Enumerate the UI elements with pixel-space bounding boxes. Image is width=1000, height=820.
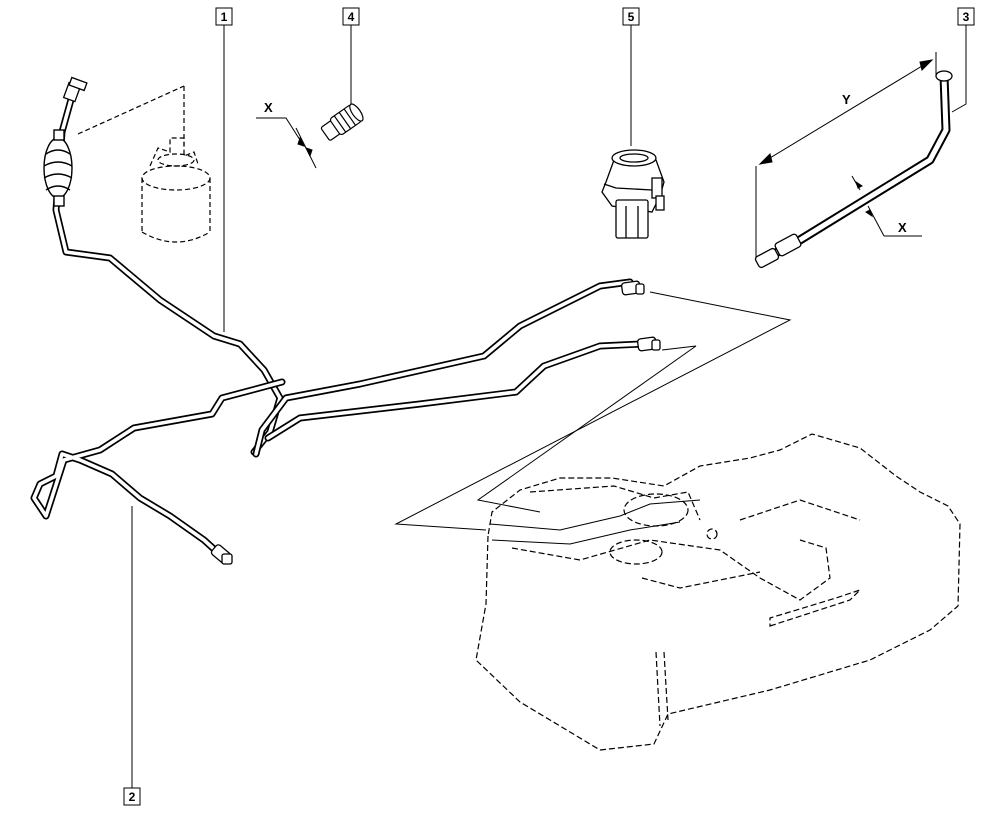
tank-pipe-routing bbox=[489, 499, 701, 545]
leader-3 bbox=[951, 24, 967, 113]
fuel-tank-ghost bbox=[475, 433, 961, 751]
dimension-x-connector bbox=[256, 117, 317, 169]
pipe-2-end-fitting bbox=[210, 544, 233, 565]
projection-lines bbox=[394, 291, 792, 531]
callout-2: 2 bbox=[123, 787, 141, 806]
callout-5-label: 5 bbox=[628, 10, 635, 24]
callout-4-label: 4 bbox=[348, 10, 355, 24]
pipe-end-fittings-right bbox=[620, 280, 661, 352]
callout-2-label: 2 bbox=[129, 790, 136, 804]
dimension-x-connector-label: X bbox=[264, 100, 273, 115]
dimension-x-pipe bbox=[851, 175, 922, 237]
callout-1-label: 1 bbox=[221, 10, 228, 24]
connector-5 bbox=[601, 149, 665, 239]
callout-leaders bbox=[131, 24, 967, 788]
pipe-1 bbox=[52, 92, 284, 456]
dimension-x-pipe-label: X bbox=[898, 220, 907, 235]
fuel-filter-ghost bbox=[77, 85, 211, 243]
callout-5: 5 bbox=[622, 7, 640, 26]
pipe-2 bbox=[30, 378, 286, 564]
callout-1: 1 bbox=[215, 7, 233, 26]
dimension-y-pipe-label: Y bbox=[842, 92, 851, 107]
supply-return-pipes bbox=[252, 278, 646, 458]
callout-3-label: 3 bbox=[963, 10, 970, 24]
pipe-3 bbox=[765, 71, 951, 261]
dimension-y-pipe bbox=[755, 52, 937, 258]
pipe-1-end-fitting bbox=[62, 76, 88, 103]
callout-4: 4 bbox=[342, 7, 360, 26]
pipe-3-end-fitting bbox=[754, 70, 953, 269]
primer-bulb bbox=[43, 129, 73, 207]
connector-4 bbox=[320, 103, 364, 141]
callout-3: 3 bbox=[957, 7, 975, 26]
